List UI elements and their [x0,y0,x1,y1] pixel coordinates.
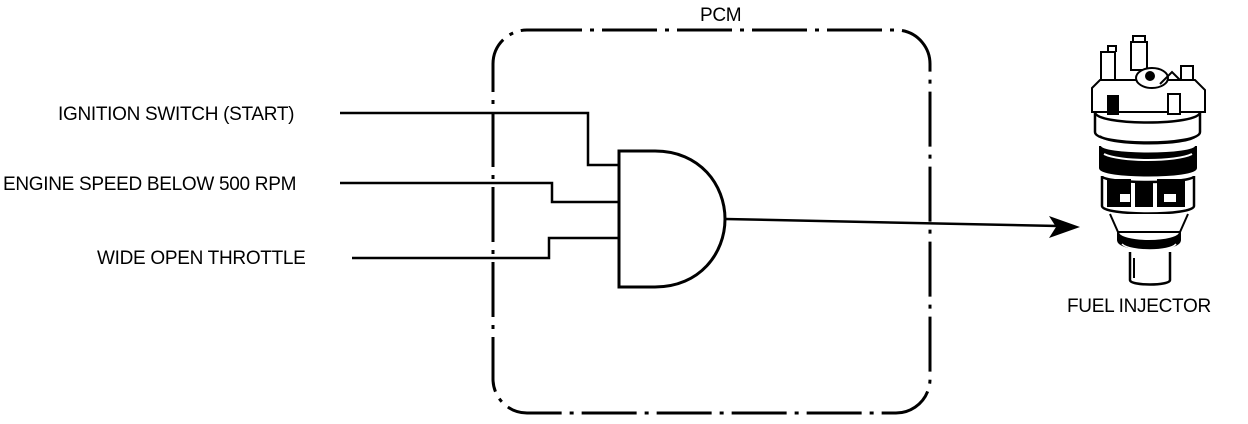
output-label-fuel-injector: FUEL INJECTOR [1067,296,1211,317]
input-label-engine-speed: ENGINE SPEED BELOW 500 RPM [3,174,297,195]
input-label-wide-open-throttle: WIDE OPEN THROTTLE [97,248,306,269]
input-wire-throttle [352,236,620,260]
output-wire [724,217,1059,228]
fuel-injector-icon [1091,35,1206,286]
output-arrowhead [1049,216,1080,238]
input-label-ignition-switch: IGNITION SWITCH (START) [58,104,295,125]
pcm-label: PCM [700,5,742,26]
and-gate [617,149,727,289]
pcm-box [491,28,932,415]
input-wire-ignition [340,111,620,167]
input-wire-engine-speed [340,181,620,204]
